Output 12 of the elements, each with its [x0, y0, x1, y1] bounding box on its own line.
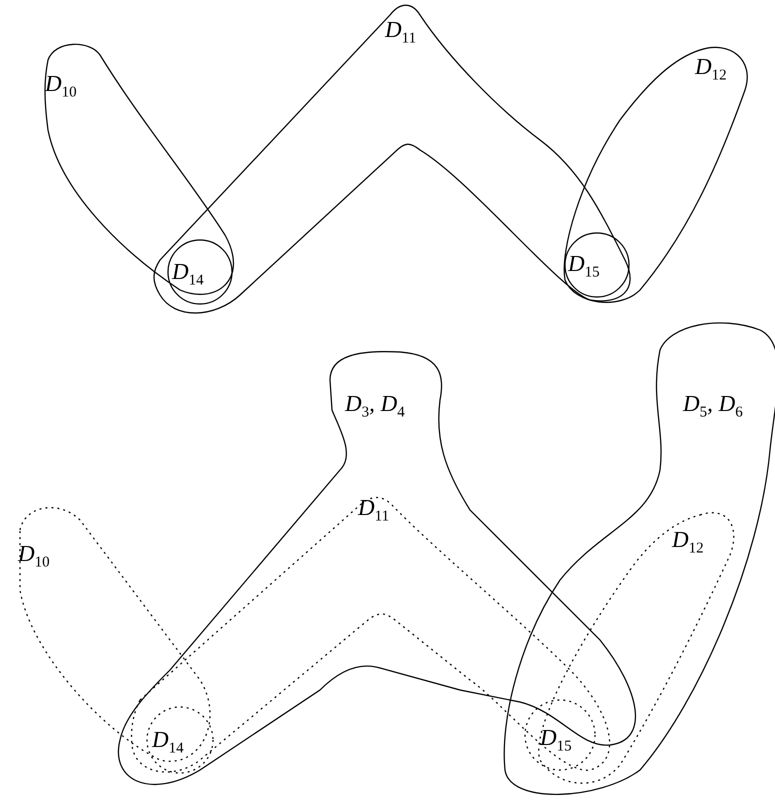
set-label: D$_{15}$ [540, 726, 572, 755]
set-label: D$_{15}$ [568, 252, 600, 281]
set-label: D$_{11}$ [358, 496, 390, 525]
set-label: D$_{11}$ [385, 18, 416, 47]
set-label: D$_{10}$ [18, 542, 50, 571]
set-label: D$_{3}$, D$_{4}$ [345, 392, 405, 421]
set-label: D$_{12}$ [672, 528, 704, 557]
set-label: D$_{14}$ [172, 260, 204, 289]
set-label: D$_{14}$ [152, 728, 184, 757]
set-label: D$_{5}$, D$_{6}$ [683, 392, 743, 421]
set-label: D$_{12}$ [695, 55, 727, 84]
set-label: D$_{10}$ [45, 72, 77, 101]
